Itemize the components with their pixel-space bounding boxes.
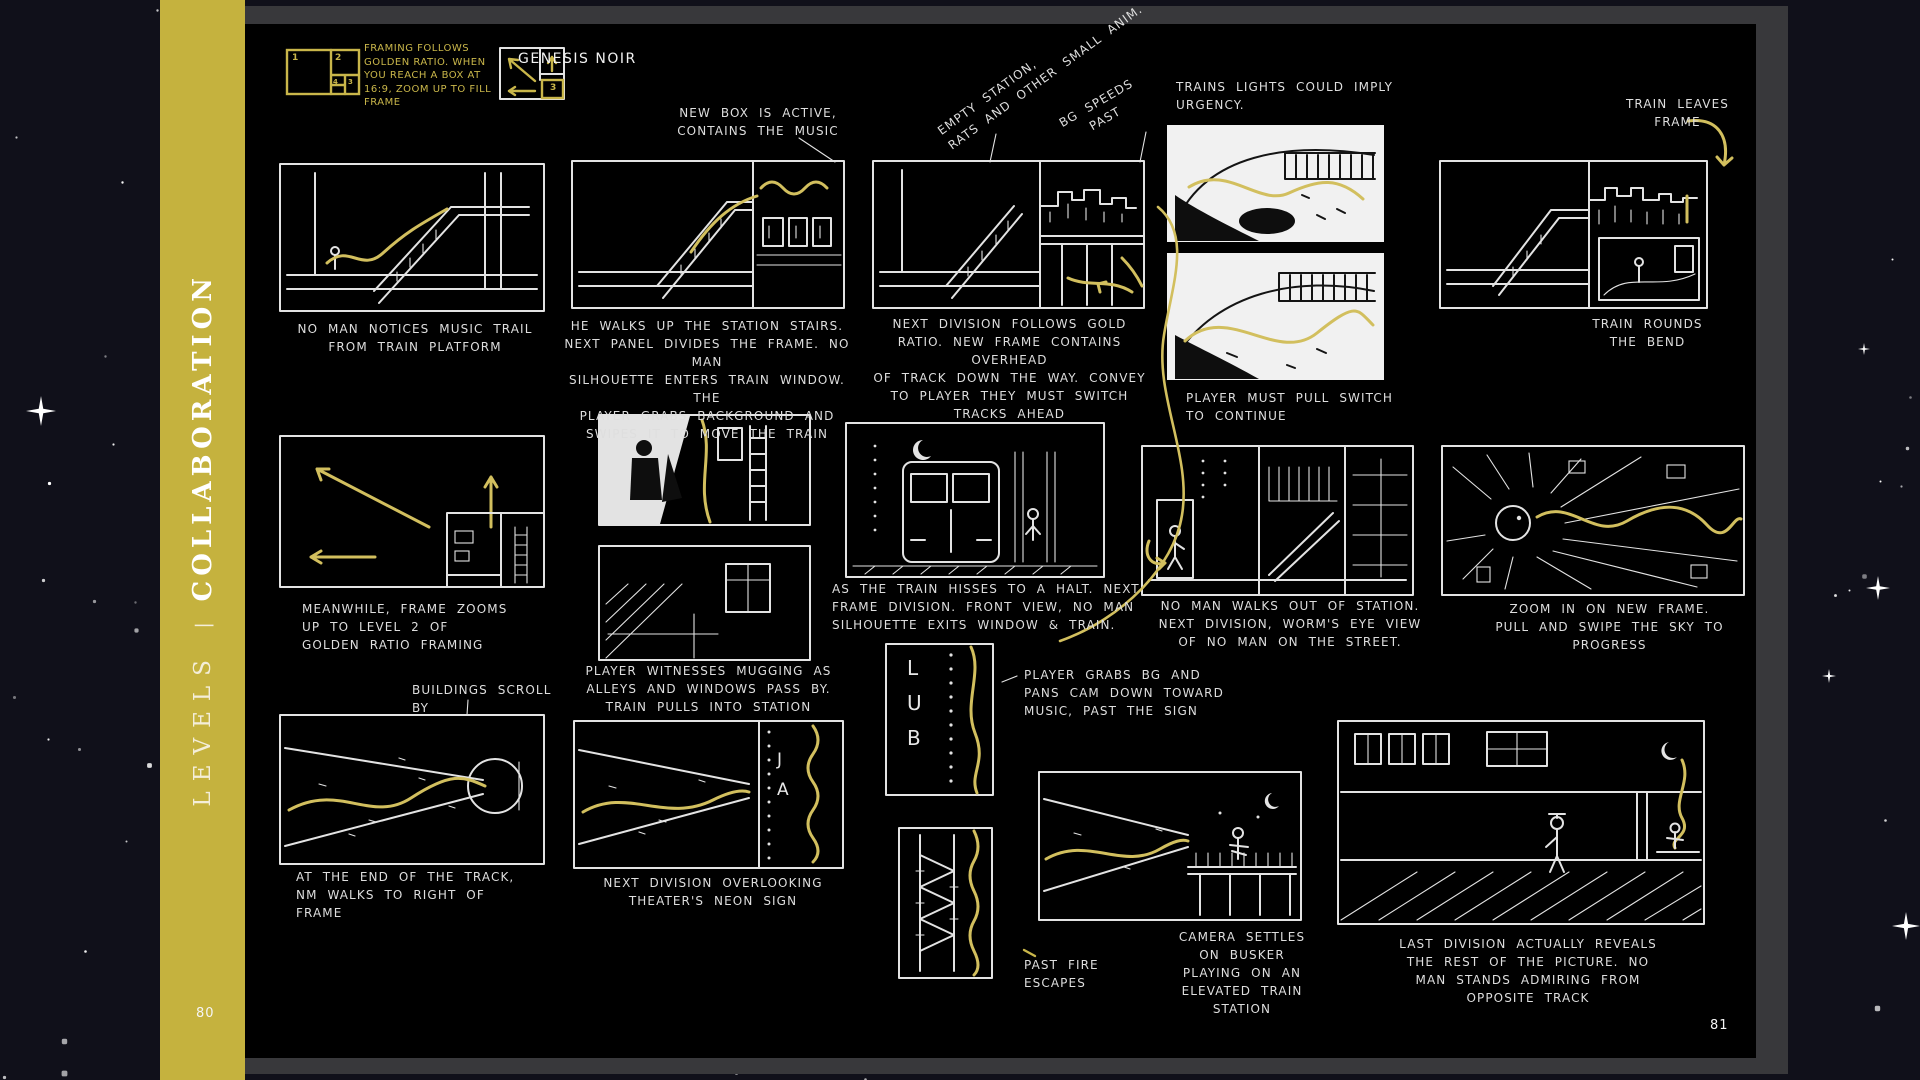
storyboard-panel-train-front — [845, 422, 1105, 578]
annotation-leader-line — [798, 137, 836, 163]
storyboard-panel-platform — [279, 163, 545, 312]
theater-sign-letters: J A — [777, 750, 790, 800]
storyboard-canvas — [245, 24, 1756, 1058]
annotation-new-box: NEW BOX IS ACTIVE, CONTAINS THE MUSIC — [677, 106, 839, 138]
figure-number: 4 — [333, 78, 338, 86]
caption-mugging: PLAYER WITNESSES MUGGING AS ALLEYS AND W… — [585, 664, 832, 714]
caption-last-division: LAST DIVISION ACTUALLY REVEALS THE REST … — [1399, 937, 1657, 1005]
caption-pull-switch: PLAYER MUST PULL SWITCH TO CONTINUE — [1186, 391, 1393, 423]
frame-nav-diagram: 3 — [499, 47, 565, 100]
caption-hisses: AS THE TRAIN HISSES TO A HALT. NEXT FRAM… — [832, 582, 1140, 632]
annotation-player-grabs-bg: PLAYER GRABS BG AND PANS CAM DOWN TOWARD… — [1024, 668, 1224, 718]
annotation-train-leaves: TRAIN LEAVES FRAME — [1625, 97, 1730, 129]
figure-number: 1 — [292, 53, 299, 63]
annotation-buildings-scroll: BUILDINGS SCROLL BY — [412, 683, 552, 715]
sparkle-star-icon — [26, 396, 56, 430]
annotation-leader-line — [466, 699, 469, 716]
caption-neon-sign: NEXT DIVISION OVERLOOKING THEATER'S NEON… — [603, 876, 823, 908]
club-sign-letters: L U B — [907, 656, 923, 750]
sparkle-star-icon — [1892, 912, 1920, 944]
train-leaves-arrow — [1686, 119, 1734, 167]
music-trail-connector — [1058, 205, 1185, 643]
sparkle-star-icon — [1866, 576, 1890, 604]
caption-train-rounds: TRAIN ROUNDS THE BEND — [1592, 317, 1703, 349]
figure-number: 2 — [335, 53, 342, 63]
annotation-past-fire: PAST FIRE ESCAPES — [1024, 958, 1099, 990]
annotation-leader-lines — [989, 131, 1147, 163]
watermark: GENESIS NOIR — [518, 51, 637, 67]
annotation-dash — [1001, 675, 1018, 683]
storyboard-panel-fire-escape — [898, 827, 993, 979]
sparkle-star-icon — [1858, 340, 1870, 359]
storyboard-panel-neon-sign: J A — [573, 720, 844, 869]
caption-division: NEXT DIVISION FOLLOWS GOLD RATIO. NEW FR… — [873, 317, 1146, 421]
storyboard-panel-overhead-track-1 — [1167, 125, 1384, 242]
chapter-vertical-title: LEVELS | COLLABORATION — [188, 273, 218, 807]
title-separator: | — [191, 622, 214, 630]
storyboard-panel-busker — [1038, 771, 1302, 921]
storyboard-panel-reveal — [1337, 720, 1705, 925]
storyboard-panel-stairs — [571, 160, 845, 309]
caption-end-of-track: AT THE END OF THE TRACK, NM WALKS TO RIG… — [296, 870, 515, 920]
caption-meanwhile: MEANWHILE, FRAME ZOOMS UP TO LEVEL 2 OF … — [302, 602, 508, 652]
caption-walks-out: NO MAN WALKS OUT OF STATION. NEXT DIVISI… — [1158, 599, 1422, 649]
storyboard-panel-club-sign: L U B — [885, 643, 994, 796]
annotation-train-lights: TRAINS LIGHTS COULD IMPLY URGENCY. — [1176, 80, 1394, 112]
storyboard-panel-golden-nav — [279, 435, 545, 588]
storyboard-panel-track-end — [279, 714, 545, 865]
storyboard-panel-train-bend — [1439, 160, 1708, 309]
starfield — [0, 0, 1, 1]
section-label: LEVELS — [189, 650, 216, 807]
caption-zoom-in: ZOOM IN ON NEW FRAME. PULL AND SWIPE THE… — [1495, 602, 1724, 652]
caption-platform: NO MAN NOTICES MUSIC TRAIL FROM TRAIN PL… — [297, 322, 533, 354]
storyboard-panel-mugging — [598, 414, 811, 661]
annotation-tick — [1022, 948, 1037, 958]
page-number-left: 80 — [196, 1006, 215, 1021]
storyboard-panel-wormseye — [1441, 445, 1745, 596]
golden-ratio-note: FRAMING FOLLOWS GOLDEN RATIO. WHEN YOU R… — [364, 43, 492, 108]
figure-number: 3 — [348, 78, 353, 86]
chapter-band: LEVELS | COLLABORATION — [160, 0, 245, 1080]
caption-busker: CAMERA SETTLES ON BUSKER PLAYING ON AN E… — [1178, 930, 1306, 1016]
sparkle-star-icon — [1822, 668, 1836, 687]
caption-stairs: HE WALKS UP THE STATION STAIRS. NEXT PAN… — [564, 319, 850, 441]
storyboard-panel-division — [872, 160, 1145, 309]
storyboard-panel-overhead-track-2 — [1167, 253, 1384, 380]
chapter-title: COLLABORATION — [187, 273, 218, 602]
page-number-right: 81 — [1710, 1018, 1729, 1033]
figure-number: 3 — [550, 83, 557, 93]
golden-ratio-diagram: 1 2 4 3 — [285, 48, 361, 96]
